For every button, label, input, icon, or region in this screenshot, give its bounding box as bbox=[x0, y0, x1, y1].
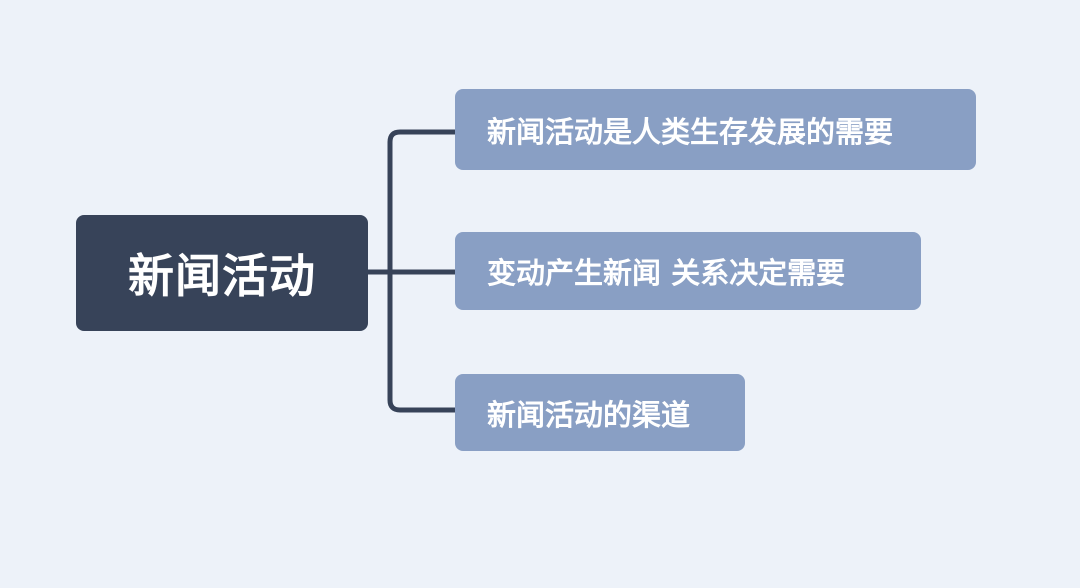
root-topic[interactable]: 新闻活动 bbox=[76, 215, 368, 331]
root-topic-label: 新闻活动 bbox=[128, 249, 316, 303]
connector-branch-3 bbox=[387, 269, 458, 413]
subtopic-1-label: 新闻活动是人类生存发展的需要 bbox=[487, 114, 894, 149]
subtopic-2[interactable]: 变动产生新闻 关系决定需要 bbox=[455, 232, 921, 310]
connector-branch-1 bbox=[387, 129, 458, 275]
subtopic-3[interactable]: 新闻活动的渠道 bbox=[455, 374, 745, 451]
subtopic-2-label: 变动产生新闻 关系决定需要 bbox=[487, 256, 846, 290]
subtopic-3-label: 新闻活动的渠道 bbox=[487, 397, 691, 432]
subtopic-1[interactable]: 新闻活动是人类生存发展的需要 bbox=[455, 89, 976, 170]
